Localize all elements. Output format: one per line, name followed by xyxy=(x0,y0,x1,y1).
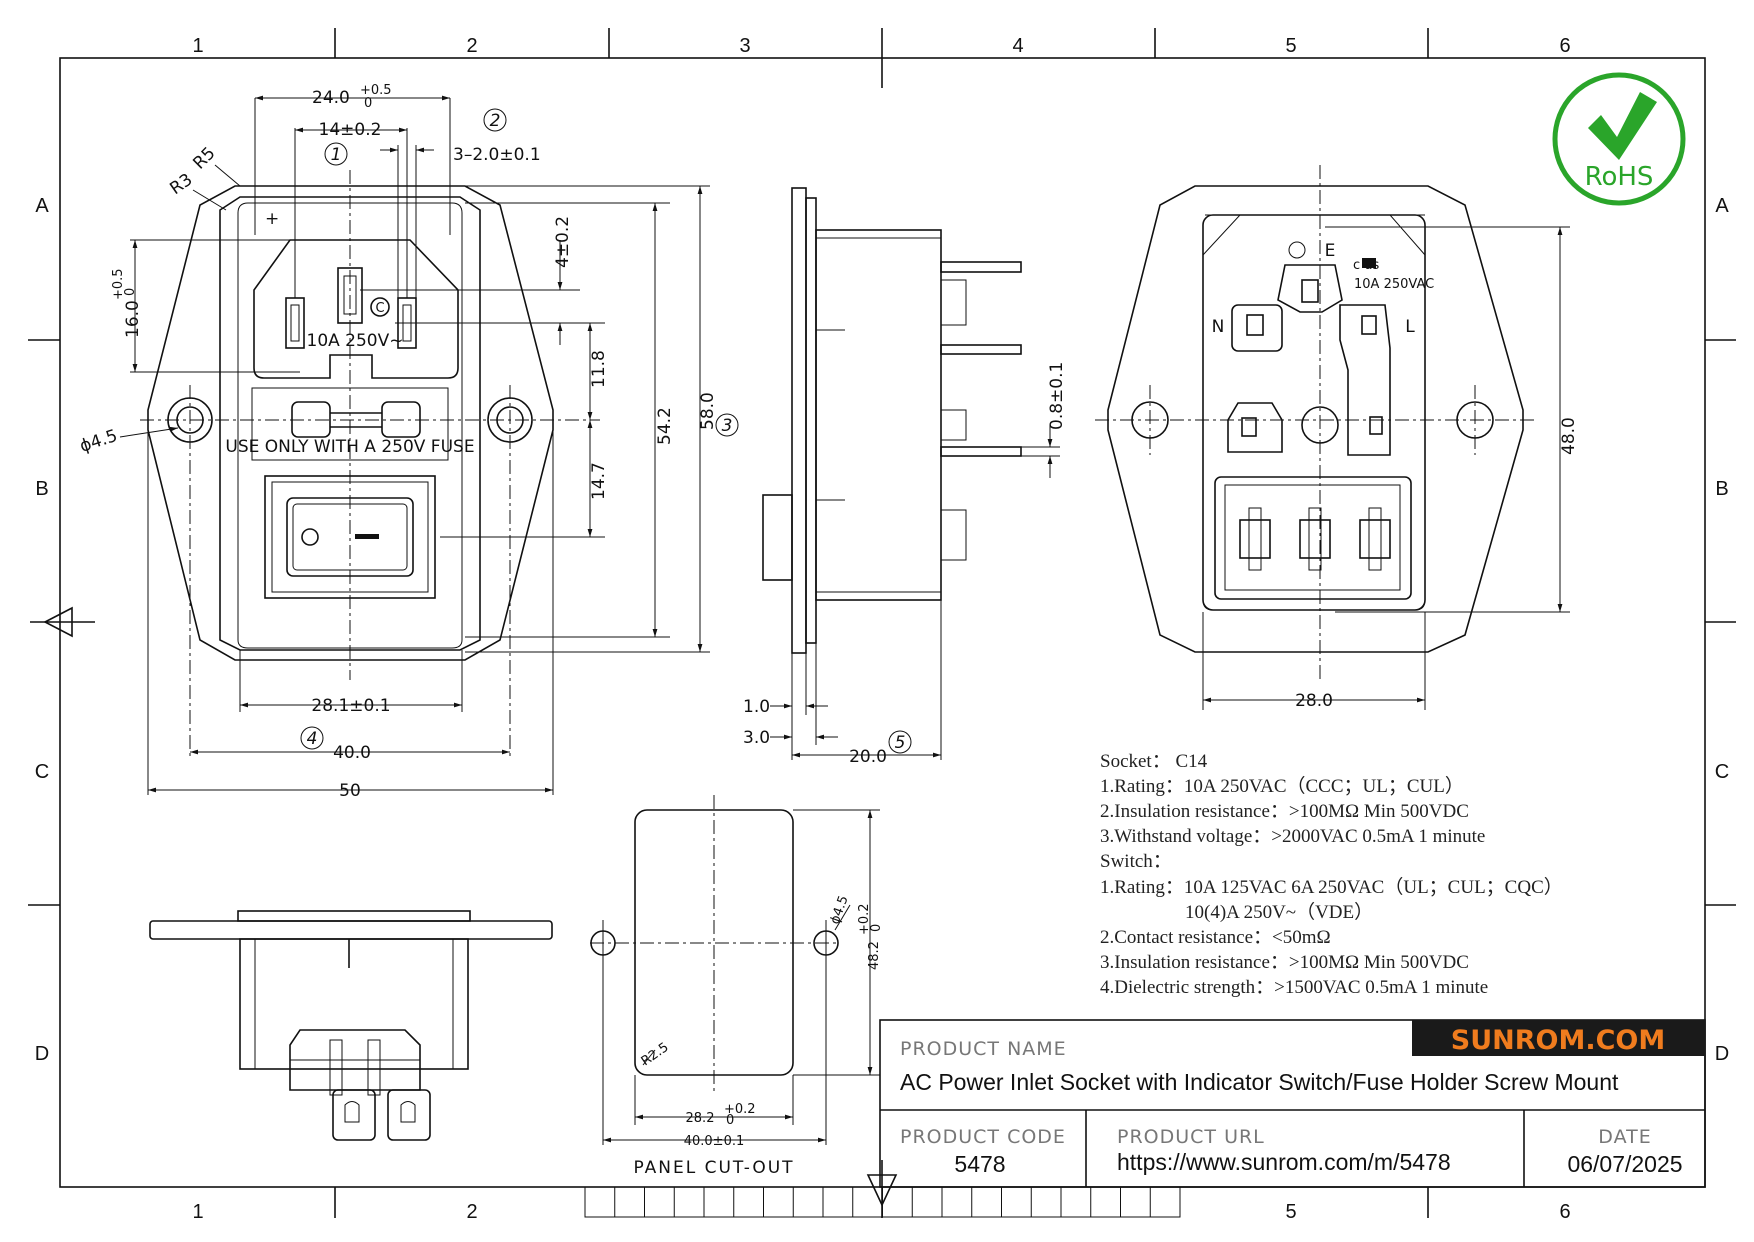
dim-14-7: 14.7 xyxy=(589,462,609,500)
spec-list: Socket： C14 1.Rating：10A 250VAC（CCC；UL；C… xyxy=(1100,751,1563,998)
dim-20-0: 20.0 xyxy=(849,747,887,767)
spec-line-6: 1.Rating：10A 125VAC 6A 250VAC（UL；CUL；CQC… xyxy=(1100,876,1563,898)
spec-line-7: 10(4)A 250V~（VDE） xyxy=(1185,901,1373,923)
product-name-label: PRODUCT NAME xyxy=(900,1038,1067,1060)
panel-cutout-title: PANEL CUT-OUT xyxy=(633,1158,794,1178)
dim-50: 50 xyxy=(339,781,361,801)
grid-col-6-bottom: 6 xyxy=(1559,1201,1570,1223)
rohs-logo: RoHS xyxy=(1552,72,1686,206)
rohs-text: RoHS xyxy=(1585,162,1654,192)
dim-28-0: 28.0 xyxy=(1295,691,1333,711)
terminal-e-label: E xyxy=(1325,241,1336,261)
dim-top-width: 24.0 xyxy=(312,88,350,108)
product-code-label: PRODUCT CODE xyxy=(900,1126,1066,1148)
grid-col-6: 6 xyxy=(1559,35,1570,57)
spec-line-8: 2.Contact resistance：<50mΩ xyxy=(1100,927,1331,948)
grid-col-1-bottom: 1 xyxy=(192,1201,203,1223)
spec-line-10: 4.Dielectric strength：>1500VAC 0.5mA 1 m… xyxy=(1100,977,1488,998)
dim-1-0: 1.0 xyxy=(743,697,770,717)
cutout-width-tol-lower: 0 xyxy=(726,1113,734,1128)
dim-pin-thickness: 0.8±0.1 xyxy=(1047,362,1067,430)
ruler-strip xyxy=(614,1187,1151,1217)
dim-offset-4: 4±0.2 xyxy=(553,216,573,268)
dim-3-0: 3.0 xyxy=(743,728,770,748)
grid-row-a: A xyxy=(35,195,49,217)
side-view: 0.8±0.1 1.0 3.0 20.0 5 xyxy=(743,187,1067,767)
dim-top-width-tol-upper: +0.5 xyxy=(360,83,392,98)
dim-pin-width: 3–2.0±0.1 xyxy=(453,145,541,165)
spec-line-5: Switch： xyxy=(1100,851,1172,872)
cutout-hole-dia: ϕ4.5 xyxy=(828,894,852,927)
cutout-height-tol-upper: +0.2 xyxy=(857,903,872,935)
terminal-n-label: N xyxy=(1212,317,1225,337)
grid-row-a-right: A xyxy=(1715,195,1729,217)
spec-line-3: 2.Insulation resistance：>100MΩ Min 500VD… xyxy=(1100,801,1469,822)
grid-row-c: C xyxy=(35,761,49,783)
spec-line-4: 3.Withstand voltage：>2000VAC 0.5mA 1 min… xyxy=(1100,826,1485,847)
dim-height-16-tol-upper: +0.5 xyxy=(111,268,126,300)
dim-top-width-tol-lower: 0 xyxy=(364,96,372,111)
panel-cutout: ϕ4.5 48.2 +0.2 0 R2.5 28.2 +0.2 0 40.0±0… xyxy=(590,795,884,1178)
grid-col-2-bottom: 2 xyxy=(466,1201,477,1223)
product-url-label: PRODUCT URL xyxy=(1117,1126,1265,1148)
spec-line-1: Socket： C14 xyxy=(1100,751,1208,772)
cutout-height: 48.2 xyxy=(867,941,882,970)
front-view: C + 10A 250V~ USE ONLY WITH A 250V FUSE … xyxy=(77,83,739,801)
grid-row-c-right: C xyxy=(1715,761,1729,783)
callout-5: 5 xyxy=(895,733,906,753)
grid-col-2: 2 xyxy=(466,35,477,57)
grid-row-b: B xyxy=(35,478,48,500)
terminal-l-label: L xyxy=(1405,317,1415,337)
date-value: 06/07/2025 xyxy=(1567,1151,1682,1177)
svg-text:C: C xyxy=(375,301,384,316)
dim-height-16: 16.0 xyxy=(123,300,143,338)
dim-58-0: 58.0 xyxy=(698,392,718,430)
grid-row-b-right: B xyxy=(1715,478,1728,500)
product-name: AC Power Inlet Socket with Indicator Swi… xyxy=(900,1069,1619,1095)
dim-r5: R5 xyxy=(189,143,219,173)
title-block: SUNROM.COM PRODUCT NAME AC Power Inlet S… xyxy=(879,1019,1706,1188)
dim-28-1: 28.1±0.1 xyxy=(311,696,390,716)
dim-height-16-tol-lower: 0 xyxy=(123,288,138,296)
dim-40-0: 40.0 xyxy=(333,743,371,763)
brand-logo: SUNROM.COM xyxy=(1451,1025,1665,1056)
callout-3: 3 xyxy=(722,416,733,436)
earth-symbol: + xyxy=(265,209,279,229)
callout-1: 1 xyxy=(331,145,342,165)
bottom-view xyxy=(149,910,553,1141)
dim-54-2: 54.2 xyxy=(655,407,675,445)
spec-line-2: 1.Rating：10A 250VAC（CCC；UL；CUL） xyxy=(1100,775,1464,797)
dim-hole-dia: ϕ4.5 xyxy=(77,426,120,457)
cutout-radius: R2.5 xyxy=(639,1040,672,1069)
grid-col-5: 5 xyxy=(1285,35,1296,57)
dim-11-8: 11.8 xyxy=(589,350,609,388)
grid-row-d: D xyxy=(35,1043,49,1065)
dim-r3: R3 xyxy=(166,170,196,199)
product-url[interactable]: https://www.sunrom.com/m/5478 xyxy=(1117,1149,1451,1175)
cutout-width-tol-upper: +0.2 xyxy=(724,1102,756,1117)
cert-mark: c us xyxy=(1353,258,1380,273)
product-code: 5478 xyxy=(954,1151,1005,1177)
socket-rating-label: 10A 250V~ xyxy=(307,331,404,351)
rear-rating-label: 10A 250VAC xyxy=(1354,277,1434,292)
spec-line-9: 3.Insulation resistance：>100MΩ Min 500VD… xyxy=(1100,952,1469,973)
grid-col-5-bottom: 5 xyxy=(1285,1201,1296,1223)
grid-col-1: 1 xyxy=(192,35,203,57)
cutout-width: 28.2 xyxy=(686,1111,715,1126)
date-label: DATE xyxy=(1598,1126,1651,1148)
cutout-height-tol-lower: 0 xyxy=(869,924,884,932)
grid-row-d-right: D xyxy=(1715,1043,1729,1065)
dim-pin-spacing: 14±0.2 xyxy=(319,120,382,140)
callout-2: 2 xyxy=(490,111,501,131)
grid-col-4: 4 xyxy=(1012,35,1023,57)
rear-view: E N L c us 10A 250VAC 48.0 28.0 xyxy=(1095,165,1579,711)
callout-4: 4 xyxy=(307,729,318,749)
dim-48-0: 48.0 xyxy=(1559,417,1579,455)
cutout-hole-spacing: 40.0±0.1 xyxy=(684,1134,745,1149)
grid-col-3: 3 xyxy=(739,35,750,57)
